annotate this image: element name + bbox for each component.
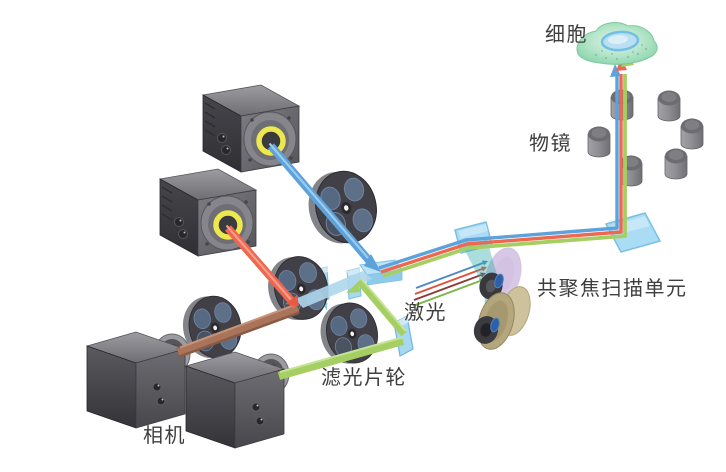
connector-knob	[178, 229, 188, 239]
cell-nucleus-highlight	[608, 34, 628, 45]
beam-green-upper	[356, 278, 407, 337]
label-objective: 物镜	[529, 133, 572, 155]
label-camera: 相机	[143, 425, 186, 447]
camera-blue-channel	[201, 84, 301, 173]
vent-lines	[161, 186, 173, 221]
vent-lines	[204, 102, 216, 137]
beam-blue-highlight	[268, 142, 369, 259]
cell-speckles	[594, 44, 648, 61]
cell-graphic	[576, 22, 658, 65]
beams	[176, 52, 634, 380]
connector-knob	[251, 402, 261, 412]
label-cell: 细胞	[545, 24, 588, 46]
beam-green-lower	[277, 337, 405, 380]
beam-green-upper-highlight	[360, 277, 407, 332]
connector-knob	[255, 416, 265, 426]
connector-knob	[152, 382, 162, 392]
beam-red-arrowhead	[285, 295, 299, 306]
beam-residual	[295, 271, 372, 308]
beam-red-highlight	[225, 224, 294, 303]
objective-lens	[680, 118, 704, 150]
laser-line-green	[412, 280, 481, 307]
beam-blue-arrowhead	[364, 254, 381, 272]
laser-line-red	[414, 268, 483, 295]
ribbon-strand-blue	[378, 74, 619, 270]
dichroic-vertical-right-top	[347, 268, 360, 276]
beam-brown-highlight	[179, 303, 297, 349]
camera-green-channel	[184, 351, 290, 449]
dichroic-lens	[494, 273, 504, 289]
connector-knob	[156, 396, 166, 406]
label-laser: 激光	[404, 302, 447, 324]
ribbon-strand-green	[382, 74, 627, 278]
beam-brown	[176, 304, 300, 356]
label-filter-wheel: 滤光片轮	[321, 367, 407, 389]
connector-knob	[174, 217, 184, 227]
scan-unit-exit-mirror-highlight	[458, 224, 488, 238]
objective-lens	[657, 90, 681, 122]
confocal-scan-unit	[463, 240, 531, 350]
laser-line-blue	[415, 262, 484, 289]
label-confocal-unit: 共聚焦扫描单元	[537, 278, 688, 300]
ribbon-strand-red	[380, 74, 623, 274]
connector-knob	[217, 133, 227, 143]
beam-green-lower-highlight	[279, 336, 403, 373]
laser-line-maroon	[413, 274, 482, 301]
pinhole-lens	[490, 317, 500, 333]
camera-brown-channel	[85, 331, 191, 429]
beam-green-arrowhead	[346, 283, 361, 293]
objective-lens	[664, 148, 688, 180]
connector-knob	[221, 145, 231, 155]
objective-lens	[587, 126, 611, 158]
objective-turret	[587, 89, 704, 187]
cell-arrow-blue	[610, 64, 621, 77]
filter-wheel-blue	[300, 163, 385, 252]
